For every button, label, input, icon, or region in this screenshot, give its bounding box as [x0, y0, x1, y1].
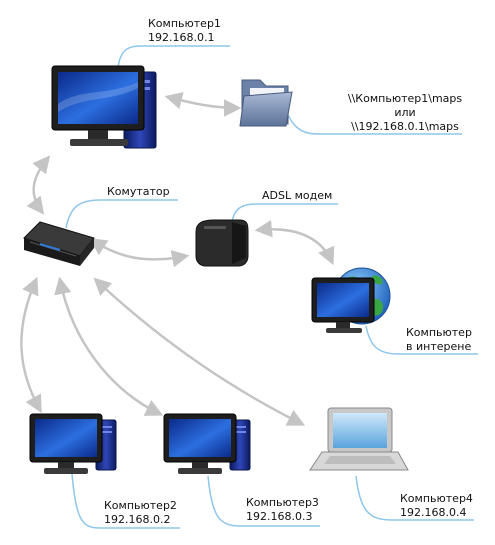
internet-computer-line1: Компьютер — [406, 326, 472, 339]
computer4-label: Компьютер4 192.168.0.4 — [400, 492, 473, 520]
shared-folder-label: \\Компьютер1\maps или \\192.168.0.1\maps — [340, 92, 470, 134]
arrow-switch-modem — [89, 238, 190, 268]
computer3-icon — [163, 413, 251, 474]
shared-folder-or: или — [394, 106, 416, 119]
computer4-ip: 192.168.0.4 — [400, 506, 467, 519]
shared-folder-path2: \\192.168.0.1\maps — [351, 120, 459, 133]
computer3-label: Компьютер3 192.168.0.3 — [246, 496, 319, 524]
internet-computer-line2: в интерене — [406, 340, 472, 353]
computer4-name: Компьютер4 — [400, 492, 473, 505]
modem-label: ADSL модем — [262, 189, 333, 202]
computer1-label: Компьютер1 192.168.0.1 — [148, 17, 221, 45]
computer2-label: Компьютер2 192.168.0.2 — [104, 499, 177, 527]
laptop-icon — [309, 407, 409, 471]
callout-line-modem — [231, 203, 338, 223]
connection-arrows — [20, 92, 335, 426]
arrow-switch-computer2 — [20, 276, 42, 414]
arrow-switch-computer3 — [54, 276, 164, 416]
internet-computer-label: Компьютер в интерене — [406, 326, 472, 354]
callout-line-computer1 — [117, 45, 230, 69]
callout-line-computer3 — [207, 475, 320, 527]
computer1-ip: 192.168.0.1 — [148, 31, 215, 44]
computer3-ip: 192.168.0.3 — [246, 510, 313, 523]
callout-line-switch — [65, 199, 178, 229]
switch-icon — [23, 221, 95, 266]
computer3-name: Компьютер3 — [246, 496, 319, 509]
computer2-ip: 192.168.0.2 — [104, 513, 171, 526]
callout-line-computer2 — [71, 473, 180, 529]
internet-computer-icon — [311, 267, 391, 333]
arrow-switch-computer4 — [93, 277, 306, 426]
callout-line-computer4 — [355, 475, 474, 521]
modem-icon — [195, 219, 249, 267]
computer1-name: Компьютер1 — [148, 17, 221, 30]
arrow-computer1-switch — [26, 155, 51, 215]
computer2-name: Компьютер2 — [104, 499, 177, 512]
switch-label: Комутатор — [107, 185, 170, 198]
shared-folder-path1: \\Компьютер1\maps — [347, 92, 463, 105]
folder-icon — [239, 79, 293, 127]
arrow-modem-internet — [254, 219, 335, 266]
arrow-computer1-folder — [164, 92, 242, 117]
computer2-icon — [29, 413, 117, 474]
computer1-icon — [51, 65, 157, 149]
callout-line-internet — [365, 325, 478, 355]
